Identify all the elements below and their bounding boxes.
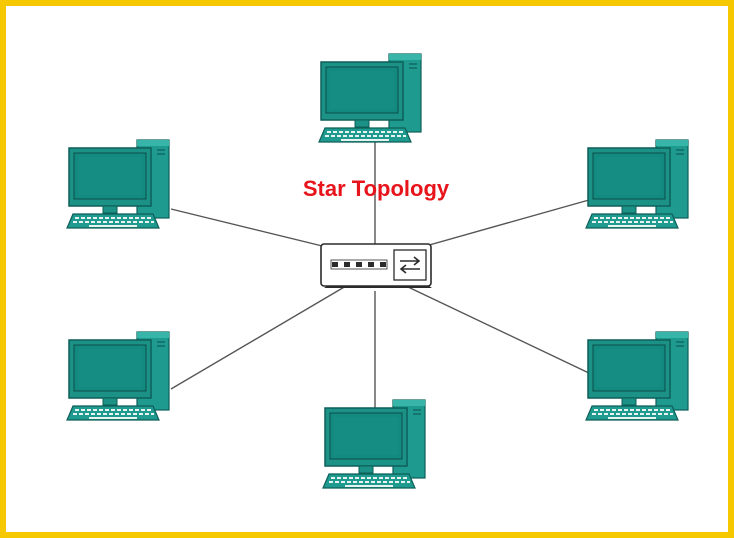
desktop-computer-icon xyxy=(66,139,170,229)
diagram-title: Star Topology xyxy=(302,176,450,201)
network-switch-icon xyxy=(320,243,432,288)
desktop-computer-icon xyxy=(66,331,170,421)
link-top-right xyxy=(400,197,597,254)
pc-top-left xyxy=(66,139,170,229)
desktop-computer-icon xyxy=(585,331,689,421)
pc-bottom xyxy=(322,399,426,489)
desktop-computer-icon xyxy=(322,399,426,489)
star-topology-diagram xyxy=(66,53,689,489)
link-bottom-left xyxy=(170,285,347,390)
pc-top xyxy=(318,53,422,143)
desktop-computer-icon xyxy=(318,53,422,143)
link-bottom-right xyxy=(405,285,592,375)
desktop-computer-icon xyxy=(585,139,689,229)
pc-bottom-right xyxy=(585,331,689,421)
pc-bottom-left xyxy=(66,331,170,421)
pc-top-right xyxy=(585,139,689,229)
